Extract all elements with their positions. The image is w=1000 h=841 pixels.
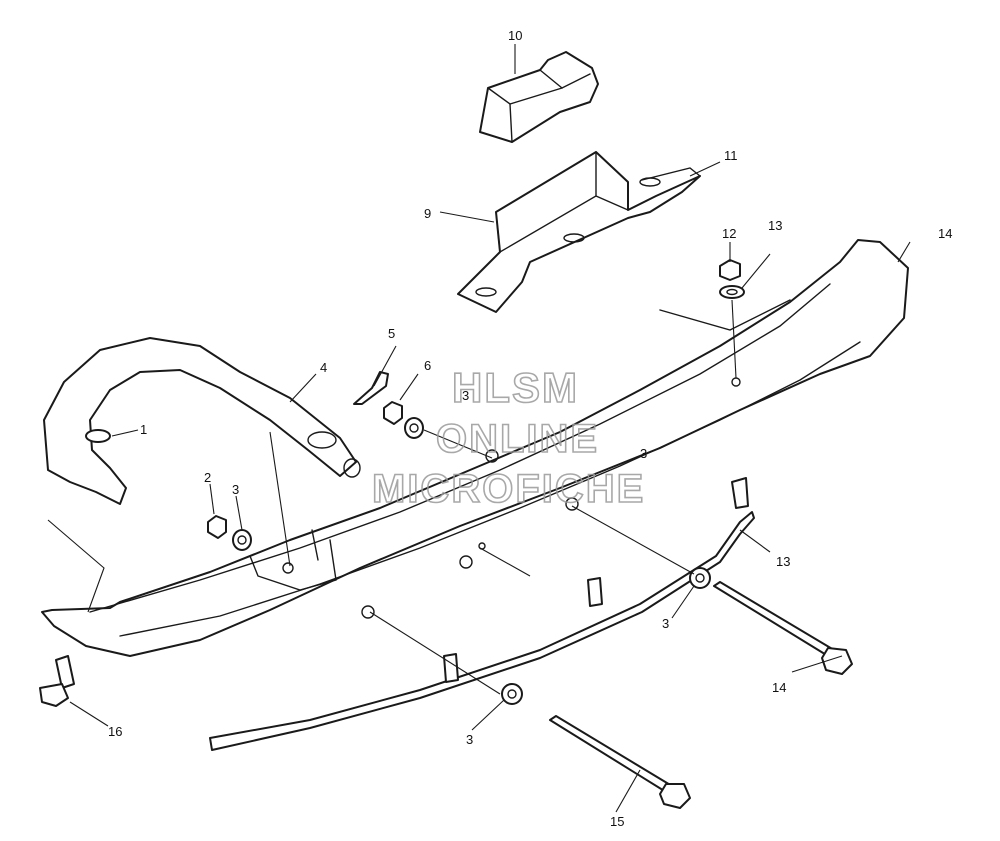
callout-3-ski: 3 — [640, 446, 647, 461]
callout-3-upper: 3 — [232, 482, 239, 497]
watermark: HLSM ONLINE MICROFICHE — [371, 363, 645, 512]
callout-8: 10 — [508, 28, 522, 43]
callout-4: 4 — [320, 360, 327, 375]
part-8-saddle-block[interactable] — [479, 51, 599, 143]
watermark-line2: ONLINE — [436, 417, 599, 461]
part-4-ski-handle[interactable] — [43, 337, 361, 505]
callout-13: 13 — [776, 554, 790, 569]
nut-2[interactable] — [207, 515, 227, 539]
washer-3-center[interactable] — [404, 417, 424, 439]
watermark-line1: HLSM — [452, 364, 579, 411]
part-13-wear-bar[interactable] — [209, 477, 755, 751]
callout-9: 11 — [724, 148, 738, 163]
part-16-bolt[interactable] — [39, 655, 75, 707]
callout-12: 14 — [938, 226, 952, 241]
callout-15: 15 — [610, 814, 624, 829]
leader-lines — [47, 44, 911, 813]
part-7-spindle-bracket[interactable] — [457, 151, 701, 313]
callout-14: 14 — [772, 680, 786, 695]
part-1-plug[interactable] — [85, 429, 111, 443]
part-14-bolt[interactable] — [713, 581, 853, 675]
washer-3-upper[interactable] — [232, 529, 252, 551]
part-12-ski-body[interactable] — [41, 239, 909, 657]
callout-1: 1 — [140, 422, 147, 437]
part-15-bolt[interactable] — [549, 715, 691, 809]
callout-11: 13 — [768, 218, 782, 233]
callout-labels: 10 9 11 14 12 13 5 4 6 3 1 3 2 3 13 3 14… — [108, 28, 952, 829]
callout-3-lower: 3 — [466, 732, 473, 747]
callout-16: 16 — [108, 724, 122, 739]
watermark-line3: MICROFICHE — [372, 467, 645, 511]
callout-5: 5 — [388, 326, 395, 341]
nut-6[interactable] — [383, 401, 403, 425]
callout-7: 9 — [424, 206, 431, 221]
callout-3-right: 3 — [662, 616, 669, 631]
nut-10[interactable] — [719, 259, 741, 281]
washer-3-lower[interactable] — [501, 683, 523, 705]
washer-3-right[interactable] — [689, 567, 711, 589]
callout-3-center: 3 — [462, 388, 469, 403]
callout-6: 6 — [424, 358, 431, 373]
callout-2: 2 — [204, 470, 211, 485]
part-5-cotter-pin[interactable] — [353, 371, 389, 405]
washer-11[interactable] — [719, 285, 745, 299]
callout-10: 12 — [722, 226, 736, 241]
